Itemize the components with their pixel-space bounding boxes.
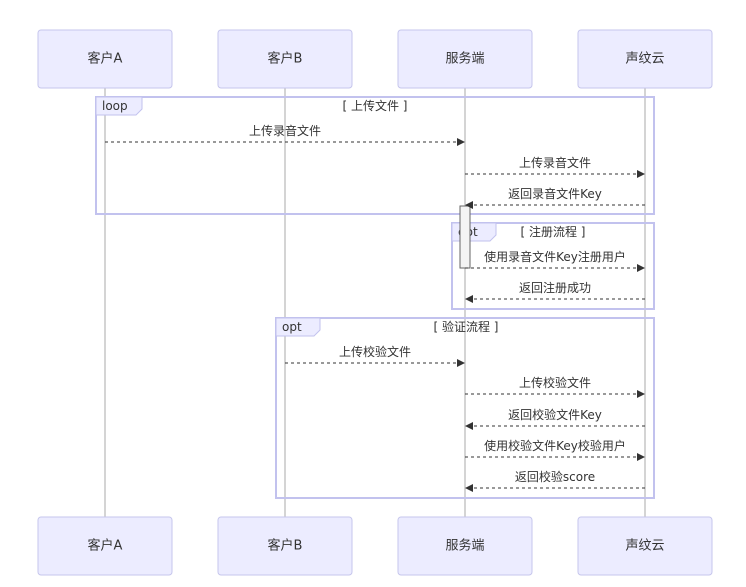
fragment-type-label: loop <box>102 99 128 113</box>
fragment-opt-2: opt [ 验证流程 ] <box>275 317 655 499</box>
actor-label: 声纹云 <box>625 52 664 67</box>
actor-label: 声纹云 <box>625 539 664 554</box>
actor-top-b: 客户B <box>217 29 353 89</box>
message-5: 上传校验文件 <box>285 344 465 367</box>
actor-top-a: 客户A <box>37 29 173 89</box>
actor-bottom-v: 声纹云 <box>577 516 713 576</box>
message-8: 使用校验文件Key校验用户 <box>465 438 645 461</box>
message-4: 返回注册成功 <box>465 280 645 303</box>
message-3: 使用录音文件Key注册用户 <box>465 249 645 272</box>
fragment-condition: [ 注册流程 ] <box>521 224 586 239</box>
actor-bottom-s: 服务端 <box>397 516 533 576</box>
actor-top-v: 声纹云 <box>577 29 713 89</box>
actor-label: 客户A <box>88 538 123 554</box>
fragment-loop-0: loop [ 上传文件 ] <box>95 96 655 215</box>
message-label: 返回校验文件Key <box>508 407 602 422</box>
fragment-type-label: opt <box>282 320 302 334</box>
message-label: 上传校验文件 <box>339 344 411 359</box>
message-label: 使用录音文件Key注册用户 <box>484 249 626 264</box>
actor-top-s: 服务端 <box>397 29 533 89</box>
actor-label: 客户B <box>268 51 303 67</box>
message-label: 上传录音文件 <box>249 123 321 138</box>
actor-label: 客户B <box>268 538 303 554</box>
message-label: 上传校验文件 <box>519 375 591 390</box>
actor-bottom-b: 客户B <box>217 516 353 576</box>
message-2: 返回录音文件Key <box>465 186 645 209</box>
message-label: 上传录音文件 <box>519 155 591 170</box>
activation-bar <box>459 205 471 269</box>
message-6: 上传校验文件 <box>465 375 645 398</box>
fragment-condition: [ 验证流程 ] <box>434 319 499 334</box>
message-0: 上传录音文件 <box>105 123 465 146</box>
fragment-opt-1: opt[ 注册流程 ] <box>451 222 655 310</box>
message-7: 返回校验文件Key <box>465 407 645 430</box>
fragment-condition: [ 上传文件 ] <box>343 98 408 113</box>
message-label: 返回校验score <box>515 469 595 484</box>
message-label: 使用校验文件Key校验用户 <box>484 438 626 453</box>
actor-label: 服务端 <box>445 51 484 67</box>
message-9: 返回校验score <box>465 469 645 492</box>
actor-label: 客户A <box>88 51 123 67</box>
message-1: 上传录音文件 <box>465 155 645 178</box>
actor-bottom-a: 客户A <box>37 516 173 576</box>
message-label: 返回注册成功 <box>519 280 591 295</box>
actor-label: 服务端 <box>445 538 484 554</box>
message-label: 返回录音文件Key <box>508 186 602 201</box>
